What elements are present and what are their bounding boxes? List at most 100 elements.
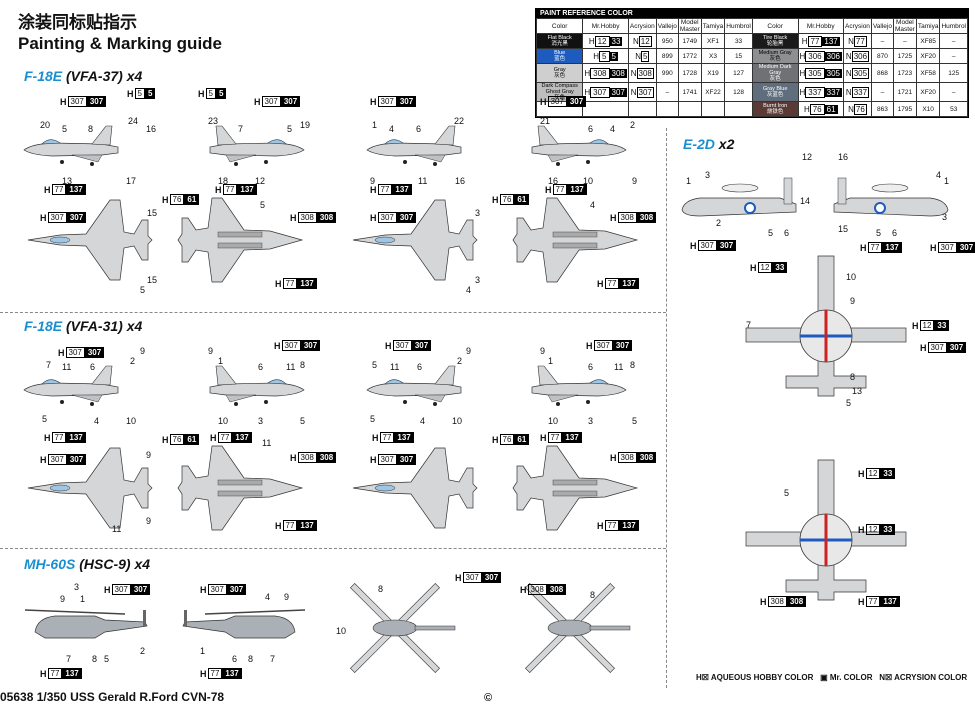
col-header: Humbrol <box>939 18 968 34</box>
callout-number: 8 <box>590 590 596 600</box>
f18-side-view <box>531 125 627 166</box>
callout-number: 11 <box>262 438 272 448</box>
callout-number: 17 <box>126 176 137 186</box>
callout-number: 10 <box>452 416 463 426</box>
callout-number: 2 <box>716 218 722 228</box>
mh60-side-view <box>24 609 148 639</box>
callout-number: 15 <box>147 208 158 218</box>
callout-number: 4 <box>936 170 942 180</box>
callout-number: 12 <box>255 176 266 186</box>
callout-number: 2 <box>130 356 136 366</box>
f18-side-view <box>531 365 627 406</box>
callout-number: 21 <box>540 116 551 126</box>
f18-side-view <box>209 365 305 406</box>
callout-number: 8 <box>378 584 384 594</box>
callout-number: 2 <box>140 646 146 656</box>
paint-legend: H☒ AQUEOUS HOBBY COLOR ▣ Mr. COLOR N☒ AC… <box>696 673 968 682</box>
callout-number: 1 <box>80 594 86 604</box>
paint-reference-header: PAINT REFERENCE COLOR <box>536 9 968 18</box>
callout-number: 16 <box>455 176 466 186</box>
callout-number: 10 <box>548 416 559 426</box>
callout-number: 7 <box>66 654 72 664</box>
callout-number: 18 <box>218 176 229 186</box>
callout-number: 5 <box>372 360 378 370</box>
callout-number: 20 <box>40 120 51 130</box>
callout-number: 6 <box>90 362 96 372</box>
callout-number: 9 <box>284 592 290 602</box>
f18-side-view <box>209 125 305 166</box>
callout-number: 5 <box>846 398 852 408</box>
callout-number: 6 <box>258 362 264 372</box>
e2d-bottom-view <box>745 459 907 601</box>
e2d-top-view <box>745 255 907 397</box>
callout-number: 4 <box>420 416 426 426</box>
f18-top-view <box>27 199 153 281</box>
callout-number: 9 <box>466 346 472 356</box>
callout-number: 5 <box>632 416 638 426</box>
callout-number: 5 <box>260 200 266 210</box>
callout-number: 7 <box>46 360 52 370</box>
callout-number: 10 <box>218 416 229 426</box>
callout-number: 6 <box>784 228 790 238</box>
callout-number: 24 <box>128 116 139 126</box>
callout-number: 23 <box>208 116 219 126</box>
callout-number: 5 <box>104 654 110 664</box>
paint-reference-table: PAINT REFERENCE COLOR Color Mr.Hobby Acr… <box>535 8 969 118</box>
f18-top-view <box>352 447 478 529</box>
callout-number: 1 <box>944 176 950 186</box>
copyright-mark: © <box>484 692 493 704</box>
callout-number: 6 <box>588 362 594 372</box>
callout-number: 13 <box>852 386 863 396</box>
footer-code: 05638 1/350 USS Gerald R.Ford CVN-78 <box>0 690 225 704</box>
callout-number: 5 <box>768 228 774 238</box>
title-english: Painting & Marking guide <box>18 34 223 53</box>
callout-number: 13 <box>62 176 73 186</box>
callout-number: 3 <box>942 212 948 222</box>
callout-number: 2 <box>457 356 463 366</box>
callout-number: 5 <box>140 285 146 295</box>
callout-number: 6 <box>416 124 422 134</box>
callout-number: 6 <box>892 228 898 238</box>
model-master-code: – <box>892 33 917 49</box>
callout-number: 9 <box>140 346 146 356</box>
section-mh60-title: MH-60S (HSC-9) x4 <box>24 556 151 572</box>
humbrol-code: 53 <box>939 101 968 117</box>
callout-number: 10 <box>583 176 594 186</box>
f18-bottom-view <box>512 445 639 531</box>
callout-number: 11 <box>390 362 400 372</box>
callout-number: 19 <box>300 120 311 130</box>
callout-number: 1 <box>218 356 224 366</box>
vallejo-code: 863 <box>870 101 894 117</box>
callout-number: 9 <box>208 346 214 356</box>
